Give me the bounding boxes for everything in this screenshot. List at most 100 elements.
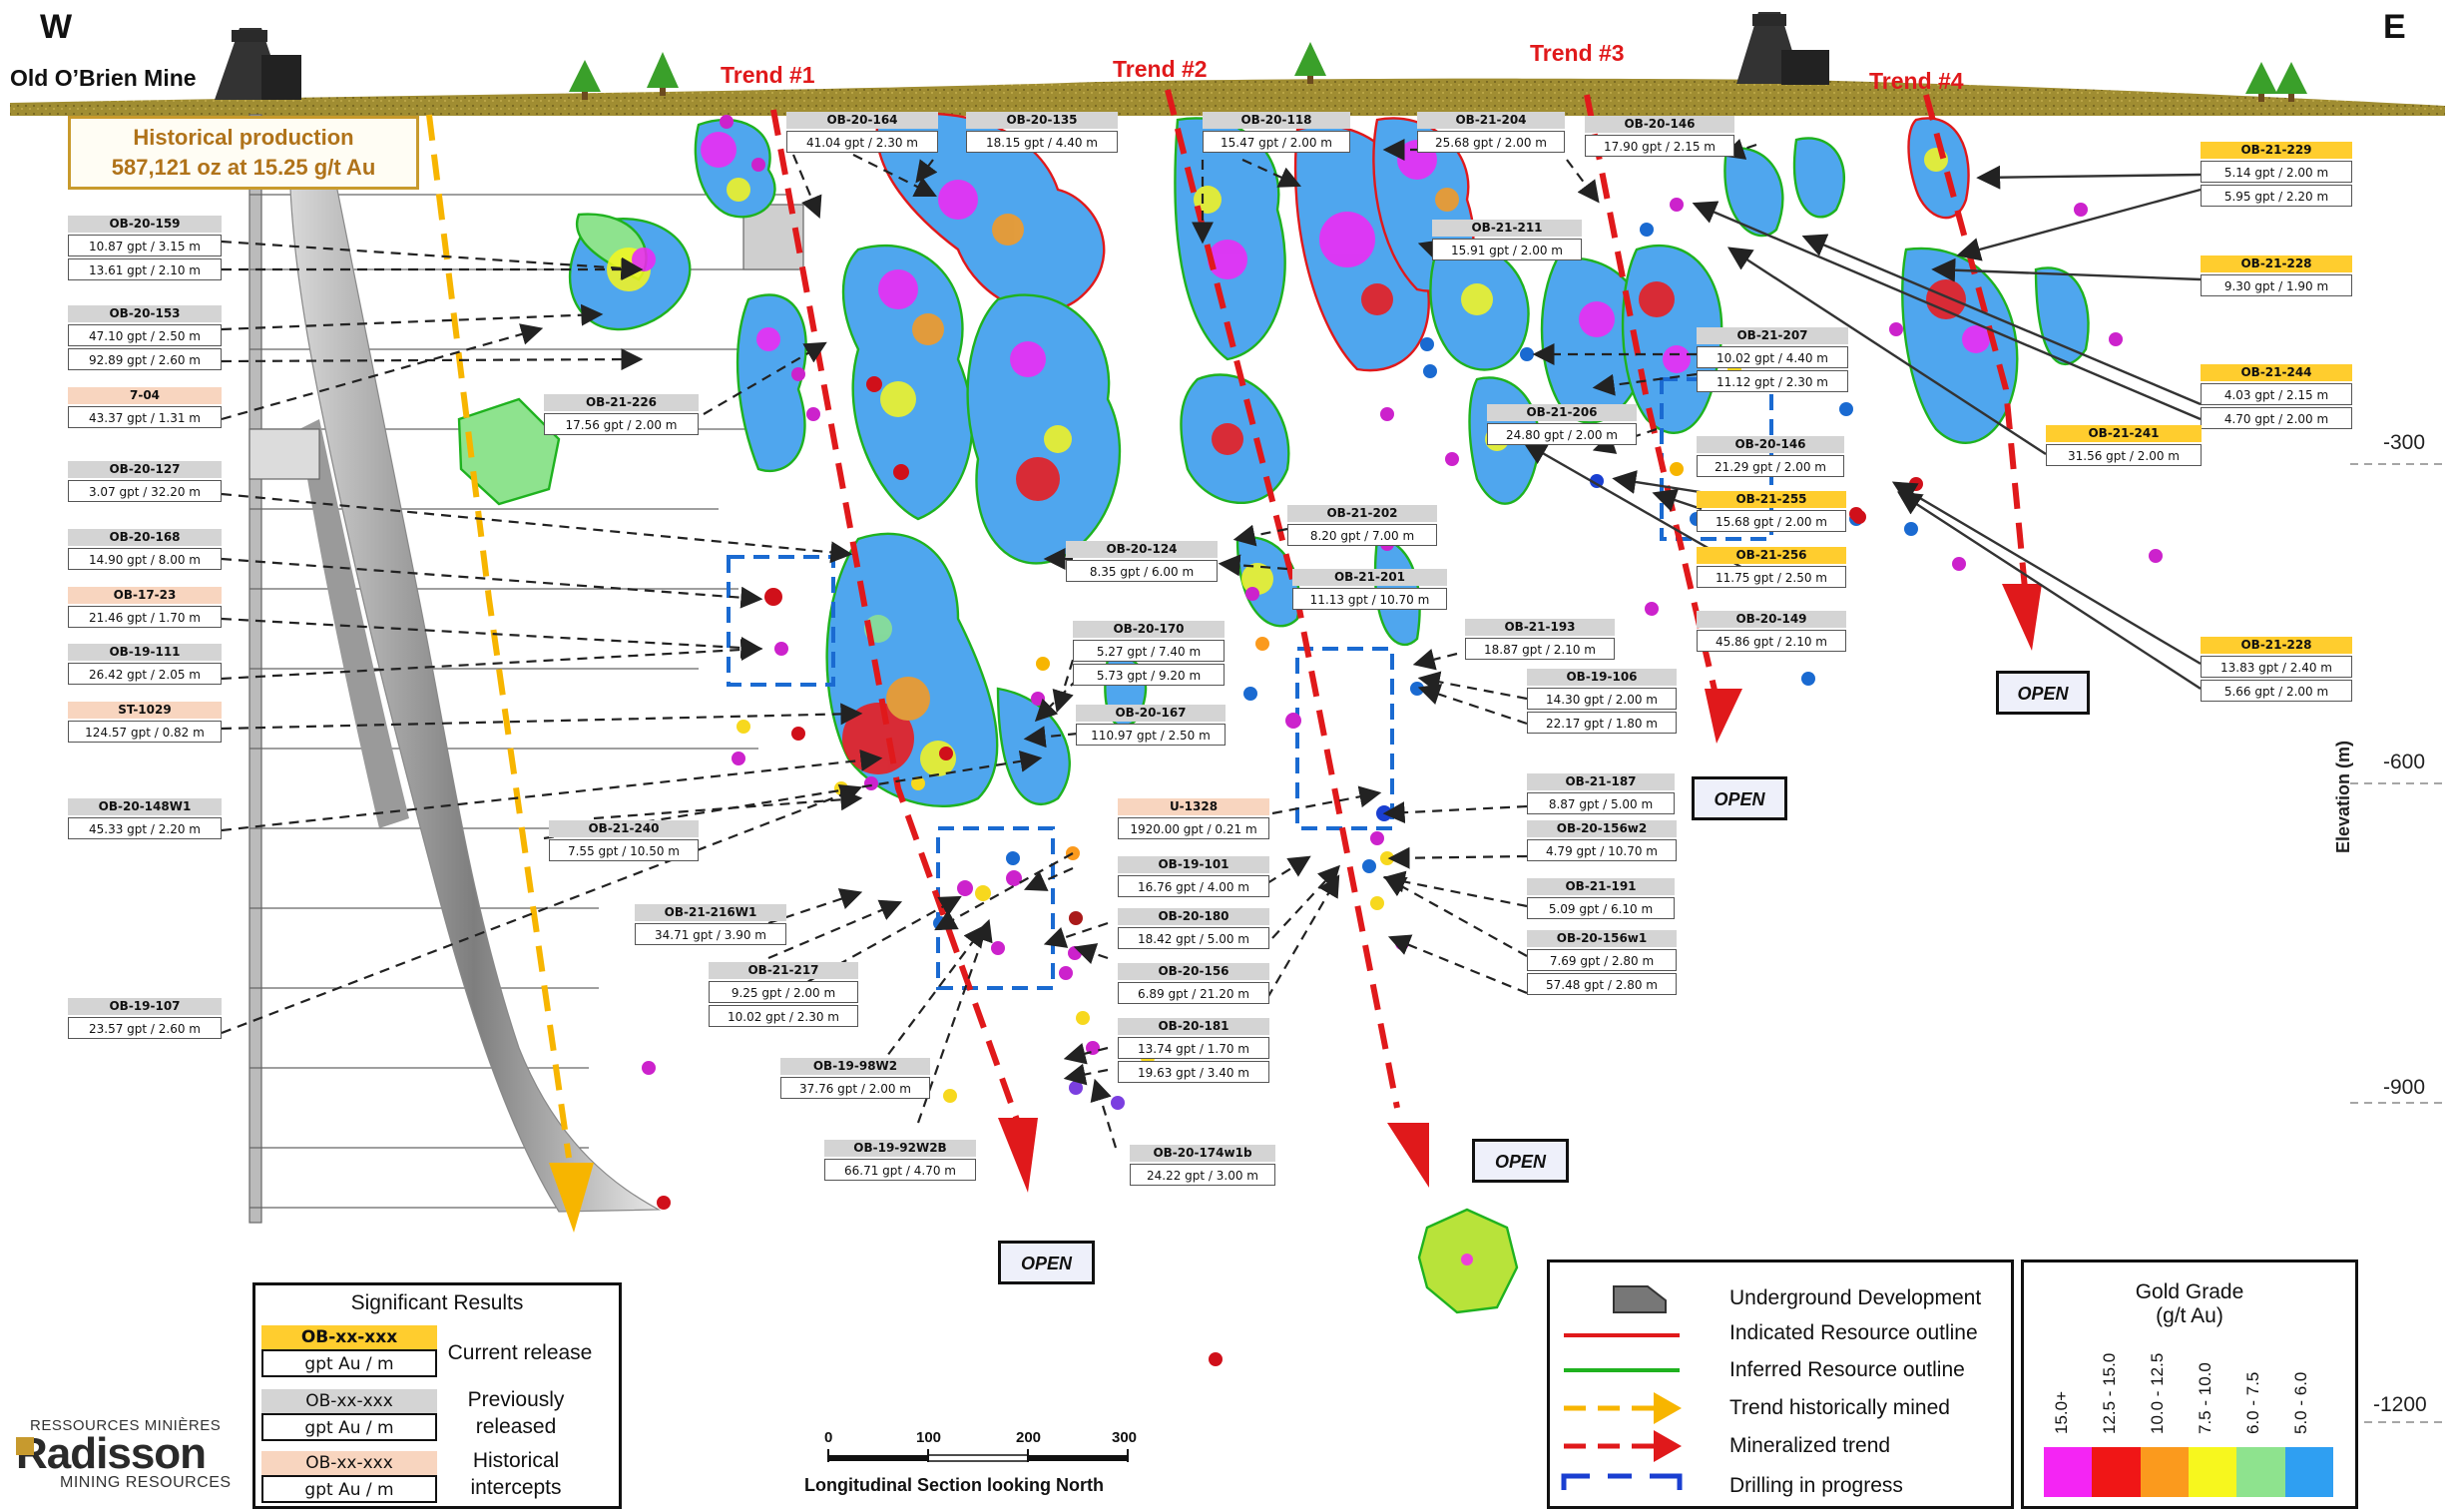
grade-swatch	[2188, 1447, 2237, 1497]
intercept-grade: 26.42 gpt / 2.05 m	[68, 663, 222, 685]
drillhole-id: OB-21-206	[1487, 404, 1637, 421]
intercept-grade: 13.74 gpt / 1.70 m	[1118, 1037, 1269, 1059]
drillhole-id: OB-21-216W1	[635, 904, 786, 921]
intercept-grade: 8.35 gpt / 6.00 m	[1066, 560, 1218, 582]
drillhole-id: OB-20-164	[786, 112, 938, 129]
drillhole-id: OB-21-256	[1697, 547, 1846, 564]
scale-tick-100: 100	[916, 1429, 942, 1446]
sig-entry-historical: OB-xx-xxx gpt Au / m	[261, 1451, 437, 1503]
intercept-grade: 124.57 gpt / 0.82 m	[68, 721, 222, 743]
blue-dashed-box-icon	[1561, 1473, 1683, 1490]
sig-desc-current: Current release	[447, 1341, 593, 1364]
drillhole-id: OB-20-168	[68, 529, 222, 546]
drillhole-id: OB-20-170	[1073, 621, 1225, 638]
intercept-grade: 43.37 gpt / 1.31 m	[68, 406, 222, 428]
grade-swatch	[2044, 1447, 2093, 1497]
historical-trend	[426, 114, 572, 1159]
grade-swatch	[2284, 1447, 2333, 1497]
drillhole-id: OB-21-193	[1465, 619, 1615, 636]
intercept-grade: 4.03 gpt / 2.15 m	[2201, 383, 2352, 405]
intercept-grade: 23.57 gpt / 2.60 m	[68, 1017, 222, 1039]
legend-label-indicated: Indicated Resource outline	[1729, 1321, 1978, 1344]
sig-code: OB-xx-xxx	[261, 1389, 437, 1413]
sig-entry-current: OB-xx-xxx gpt Au / m	[261, 1325, 437, 1377]
drillhole-id: OB-20-127	[68, 461, 222, 478]
intercept-grade: 5.14 gpt / 2.00 m	[2201, 161, 2352, 183]
intercept-callout: OB-21-193 18.87 gpt / 2.10 m	[1465, 619, 1615, 660]
legend-label-drilling: Drilling in progress	[1729, 1474, 1903, 1497]
intercept-grade: 13.83 gpt / 2.40 m	[2201, 656, 2352, 678]
intercept-grade: 5.09 gpt / 6.10 m	[1527, 897, 1675, 919]
intercept-grade: 5.73 gpt / 9.20 m	[1073, 664, 1225, 686]
drillhole-id: OB-21-226	[544, 394, 699, 411]
red-dashed-arrow-icon	[1564, 1430, 1682, 1462]
compass-east: E	[2383, 8, 2406, 46]
intercept-grade: 5.27 gpt / 7.40 m	[1073, 640, 1225, 662]
gold-grade-unit: (g/t Au)	[2156, 1304, 2223, 1327]
drillhole-id: OB-20-149	[1697, 611, 1846, 628]
drillhole-id: OB-21-207	[1697, 327, 1848, 344]
grade-class-label: 7.5 - 10.0	[2196, 1362, 2214, 1434]
historical-production-box: Historical production 587,121 oz at 15.2…	[68, 116, 419, 190]
yellow-dashed-arrow-icon	[1564, 1392, 1682, 1424]
tree-icon	[569, 42, 2307, 102]
intercept-grade: 8.20 gpt / 7.00 m	[1287, 524, 1437, 546]
intercept-grade: 8.87 gpt / 5.00 m	[1527, 792, 1675, 814]
grade-class-label: 15.0+	[2052, 1390, 2071, 1434]
drillhole-id: OB-19-98W2	[780, 1058, 930, 1075]
trend-label-1: Trend #1	[721, 62, 815, 88]
trend-label-2: Trend #2	[1113, 56, 1208, 82]
intercept-callout: OB-20-168 14.90 gpt / 8.00 m	[68, 529, 222, 570]
sig-unit: gpt Au / m	[261, 1413, 437, 1441]
significant-results-title: Significant Results	[350, 1291, 524, 1314]
elevation-tick-900: -900	[2383, 1076, 2426, 1099]
intercept-grade: 24.80 gpt / 2.00 m	[1487, 423, 1637, 445]
intercept-grade: 7.69 gpt / 2.80 m	[1527, 949, 1677, 971]
intercept-grade: 110.97 gpt / 2.50 m	[1076, 724, 1226, 746]
drillhole-id: OB-20-167	[1076, 705, 1226, 722]
elevation-tick-600: -600	[2383, 751, 2426, 773]
intercept-grade: 15.91 gpt / 2.00 m	[1432, 239, 1582, 260]
drillhole-id: OB-21-228	[2201, 255, 2352, 272]
intercept-grade: 92.89 gpt / 2.60 m	[68, 348, 222, 370]
scale-bar	[827, 1449, 1129, 1462]
intercept-grade: 9.25 gpt / 2.00 m	[709, 981, 858, 1003]
drillhole-id: OB-20-156w2	[1527, 820, 1677, 837]
ore-bodies	[457, 112, 2090, 1314]
intercept-grade: 18.87 gpt / 2.10 m	[1465, 638, 1615, 660]
intercept-grade: 10.02 gpt / 2.30 m	[709, 1005, 858, 1027]
intercept-grade: 34.71 gpt / 3.90 m	[635, 923, 786, 945]
drillhole-id: OB-19-111	[68, 644, 222, 661]
drillhole-id: OB-20-174w1b	[1130, 1145, 1275, 1162]
intercept-grade: 14.90 gpt / 8.00 m	[68, 548, 222, 570]
elevation-gridlines	[2350, 463, 2445, 1423]
logo-top-text: RESSOURCES MINIÈRES	[30, 1417, 222, 1434]
intercept-grade: 15.68 gpt / 2.00 m	[1697, 510, 1846, 532]
sig-code: OB-xx-xxx	[261, 1451, 437, 1475]
intercept-grade: 18.42 gpt / 5.00 m	[1118, 927, 1269, 949]
gold-grade-title: Gold Grade	[2135, 1280, 2244, 1303]
compass-west: W	[40, 8, 73, 46]
logo-main-text: Radisson	[16, 1429, 207, 1478]
intercept-grade: 11.13 gpt / 10.70 m	[1292, 588, 1447, 610]
intercept-grade: 21.46 gpt / 1.70 m	[68, 606, 222, 628]
intercept-grade: 45.33 gpt / 2.20 m	[68, 817, 222, 839]
intercept-grade: 11.75 gpt / 2.50 m	[1697, 566, 1846, 588]
